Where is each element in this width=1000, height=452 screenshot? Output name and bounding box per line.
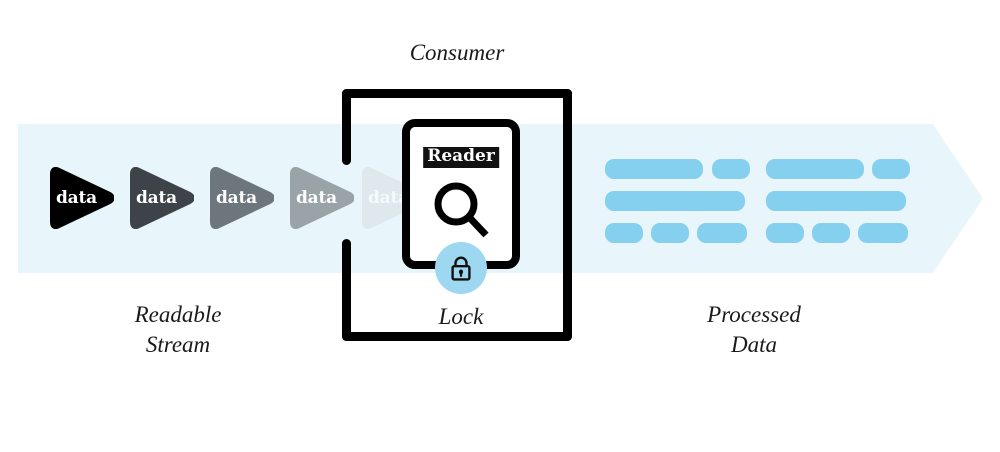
- processed-data-bar: [766, 159, 864, 179]
- processed-data-bar: [605, 223, 643, 243]
- processed-data-bar: [697, 223, 747, 243]
- data-arrow: data: [208, 167, 274, 229]
- bracket-left-edge-lower: [342, 239, 351, 341]
- data-arrow-label: data: [296, 187, 337, 208]
- consumer-bracket: [342, 89, 572, 341]
- processed-data-bar: [651, 223, 689, 243]
- reader-badge-label: Reader: [423, 147, 499, 168]
- data-arrow-label: data: [368, 187, 409, 208]
- arrow-shape: [210, 167, 274, 229]
- processed-data-bar: [766, 223, 804, 243]
- processed-data-caption: Processed Data: [664, 300, 844, 361]
- bracket-bottom-edge: [342, 332, 572, 341]
- arrow-shape: [130, 167, 194, 229]
- magnifier-icon: [430, 180, 492, 242]
- data-arrow-label: data: [56, 187, 97, 208]
- processed-data-bar: [812, 223, 850, 243]
- processed-data-bar: [605, 159, 703, 179]
- processed-data-bar: [605, 191, 745, 211]
- processed-data-bar: [766, 191, 906, 211]
- processed-data-bar: [858, 223, 908, 243]
- consumer-title: Consumer: [409, 40, 505, 65]
- data-arrow: data: [128, 167, 194, 229]
- lock-caption: Lock: [438, 304, 484, 329]
- readable-stream-caption: Readable Stream: [88, 300, 268, 361]
- data-arrow-label: data: [136, 187, 177, 208]
- readable-stream-caption-line2: Stream: [145, 332, 211, 358]
- data-arrow: data: [48, 167, 114, 229]
- readable-stream-caption-line1: Readable: [134, 302, 222, 327]
- processed-data-bar: [872, 159, 910, 179]
- bracket-left-edge-upper: [342, 89, 351, 165]
- data-arrow-label: data: [216, 187, 257, 208]
- arrow-shape: [50, 167, 114, 229]
- bracket-top-edge: [342, 89, 572, 98]
- processed-data-caption-line1: Processed: [707, 302, 801, 327]
- lock-icon: [435, 242, 487, 294]
- processed-data-caption-line2: Data: [731, 332, 777, 358]
- bracket-right-edge: [563, 89, 572, 341]
- processed-data-bar: [712, 159, 750, 179]
- data-arrow: data: [288, 167, 354, 229]
- arrow-shape: [290, 167, 354, 229]
